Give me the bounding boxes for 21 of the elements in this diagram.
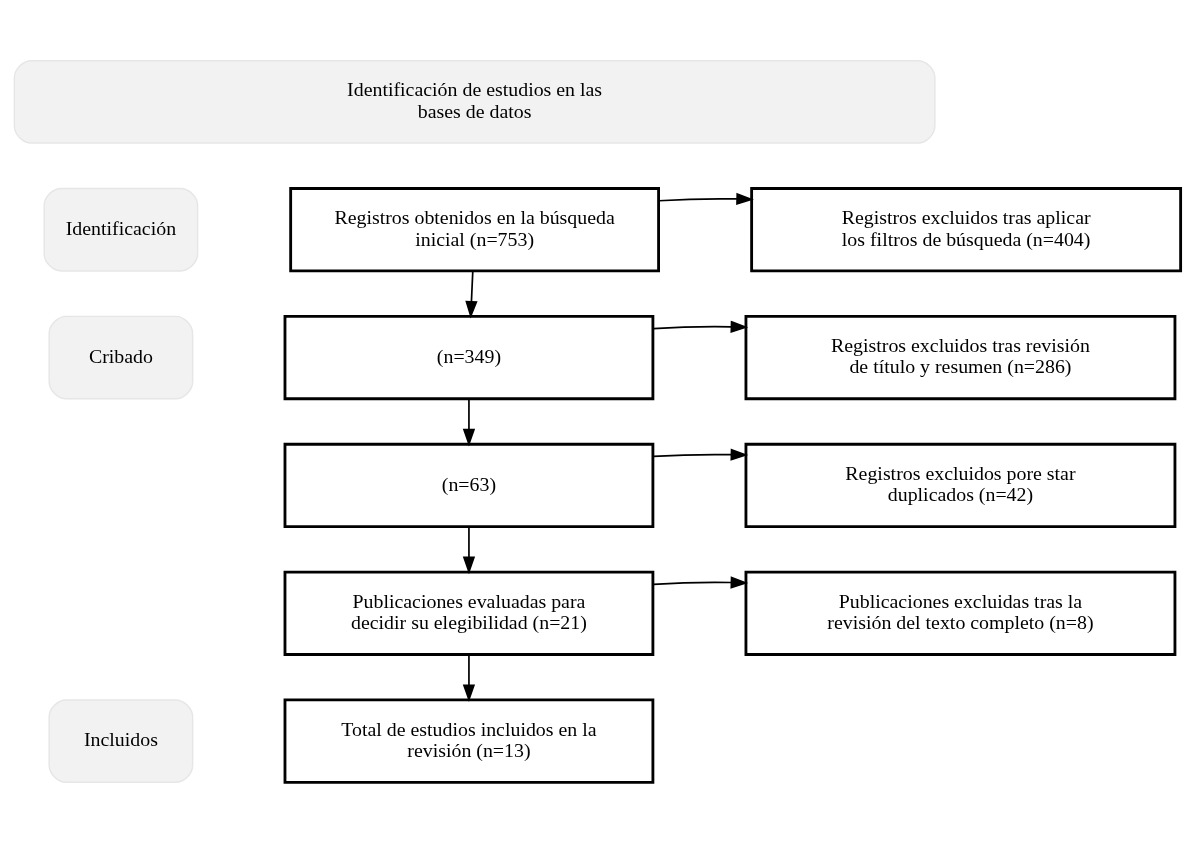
node-box: Publicaciones excluidas tras la revisión del texto completo (n=8) [744, 570, 1177, 656]
arrow [652, 320, 749, 333]
arrow [462, 525, 476, 574]
arrow [652, 448, 749, 461]
arrow [652, 575, 749, 589]
node-box: Total de estudios incluidos en la revisión (n=13) [283, 698, 655, 784]
node-box: Cribado [48, 315, 194, 399]
arrow [465, 270, 478, 319]
node-box: (n=63) [283, 442, 655, 528]
node-box: Registros excluidos pore star duplicados (n=42) [744, 442, 1177, 528]
node-box: Registros obtenidos en la búsqueda inicial (n=753) [289, 186, 660, 272]
node-box: (n=349) [283, 314, 655, 400]
node-box: Registros excluidos tras revisión de título y resumen (n=286) [744, 314, 1177, 400]
node-box: Identificación [43, 187, 199, 272]
node-box: Publicaciones evaluadas para decidir su elegibilidad (n=21) [283, 570, 655, 656]
node-box: Registros excluidos tras aplicar los filtros de búsqueda (n=404) [750, 186, 1183, 272]
node-box: Identificación de estudios en las bases de datos [13, 59, 936, 144]
arrow [462, 653, 476, 702]
node-box: Incluidos [48, 698, 194, 783]
arrow [658, 192, 754, 205]
arrow [462, 397, 476, 446]
